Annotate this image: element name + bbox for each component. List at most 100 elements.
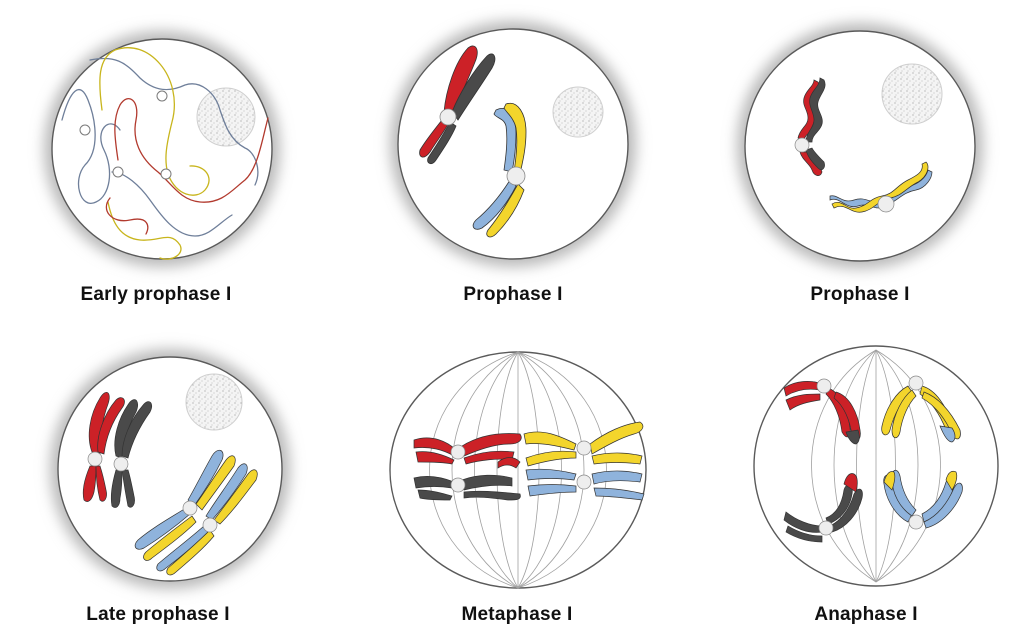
spindle-fiber — [517, 351, 607, 589]
centromere — [450, 444, 466, 460]
thread-yellow-2 — [107, 201, 182, 260]
chromatid-gray — [427, 121, 457, 164]
spindle-fiber — [875, 349, 941, 583]
chromatid-blue — [593, 487, 645, 501]
thread-red-2 — [105, 197, 149, 235]
stage-label-late-prophase: Late prophase I — [86, 604, 230, 625]
stage-label-metaphase: Metaphase I — [461, 604, 573, 625]
cell-metaphase — [389, 351, 647, 589]
chromosome-red-gray — [419, 45, 496, 164]
chromatid-red — [497, 457, 521, 469]
centromere — [908, 375, 924, 391]
chromatid-blue — [591, 470, 643, 485]
spindle-fiber — [875, 349, 896, 583]
chromatid-blue — [891, 469, 917, 517]
spindle-fiber — [517, 351, 585, 589]
chromatid-yellow — [195, 455, 236, 511]
chromatid-blue — [923, 482, 963, 529]
thread-blue-2 — [89, 57, 259, 186]
chromatid-blue — [134, 507, 191, 550]
centromere — [576, 440, 592, 456]
cell-prophase-b — [737, 23, 983, 269]
cell-membrane — [51, 38, 273, 260]
chromatid-gray — [845, 429, 860, 445]
stage-label-anaphase: Anaphase I — [814, 604, 918, 625]
chromatid-yellow — [166, 529, 215, 576]
centromere — [79, 124, 91, 136]
chromatid-red — [461, 433, 522, 457]
centromeres — [79, 90, 172, 180]
chromatid-red — [843, 473, 858, 493]
chromatid-blue — [205, 463, 248, 521]
chromatid-yellow — [591, 452, 643, 465]
chromatid-gray — [110, 469, 123, 508]
chromatid-gray — [461, 474, 513, 491]
thread-blue-3 — [111, 171, 233, 237]
cell-anaphase — [753, 345, 999, 587]
centromere — [112, 166, 124, 178]
chromatid-yellow — [523, 431, 577, 451]
centromere — [182, 500, 198, 516]
cell-prophase-a — [390, 21, 636, 267]
thread-yellow — [99, 47, 210, 196]
thread-blue — [61, 88, 121, 204]
cell-late-prophase — [50, 349, 290, 589]
chromatid-gray — [121, 401, 152, 459]
chromatid-yellow — [589, 421, 644, 455]
synapsing-pair-blue-yellow — [829, 161, 933, 213]
chromatid-blue — [939, 425, 956, 443]
chromatid-gray — [417, 489, 453, 501]
centromere — [450, 477, 466, 493]
thread-red — [114, 98, 269, 203]
chromatid-red — [82, 465, 97, 502]
spindle-fiber — [856, 349, 877, 583]
chromatid-yellow — [143, 515, 197, 561]
chromatin-threads — [61, 47, 269, 260]
spindle-fiber — [474, 351, 519, 589]
spindle-fiber — [833, 349, 877, 583]
bivalent-red-gray — [82, 392, 152, 508]
chromatid-red — [419, 119, 449, 158]
stage-label-prophase-b: Prophase I — [810, 284, 910, 305]
chromatid-yellow — [921, 391, 961, 440]
anaphase-chromosomes — [783, 375, 963, 543]
synapsing-pair-red-gray — [794, 77, 826, 176]
chromatid-red — [97, 397, 125, 455]
spindle-fiber — [875, 349, 919, 583]
centromere — [439, 108, 457, 126]
nucleolus — [185, 373, 243, 431]
centromere — [908, 514, 924, 530]
chromatid-gray — [463, 490, 521, 501]
spindle-fiber — [496, 351, 519, 589]
centromere — [877, 195, 895, 213]
chromatid-red — [95, 465, 107, 502]
chromatid-blue — [525, 468, 577, 481]
chromatid-yellow — [883, 471, 896, 491]
spindle-fibers — [811, 349, 941, 583]
chromatid-yellow — [525, 450, 577, 467]
centromere — [816, 378, 832, 394]
centromere — [506, 166, 526, 186]
centromere — [794, 137, 810, 153]
centromere — [160, 168, 172, 180]
chromatid-gray — [805, 147, 825, 170]
centromere — [113, 456, 129, 472]
spindle-fiber — [429, 351, 519, 589]
nucleolus — [881, 63, 943, 125]
centromere — [818, 520, 834, 536]
nucleolus — [196, 87, 256, 147]
chromosome-blue-yellow — [472, 102, 527, 238]
chromatid-blue — [527, 484, 577, 497]
spindle-fiber — [451, 351, 519, 589]
spindle-fiber — [517, 351, 562, 589]
chromatid-yellow — [213, 469, 258, 525]
chromatid-gray — [121, 469, 135, 508]
cell-early-prophase — [44, 31, 280, 267]
chromatid-blue — [187, 449, 224, 507]
stage-label-early-prophase: Early prophase I — [80, 284, 232, 305]
centromere — [87, 451, 103, 467]
metaphase-bivalents — [413, 421, 645, 501]
centromere — [202, 517, 218, 533]
chromatid-yellow — [945, 470, 958, 491]
